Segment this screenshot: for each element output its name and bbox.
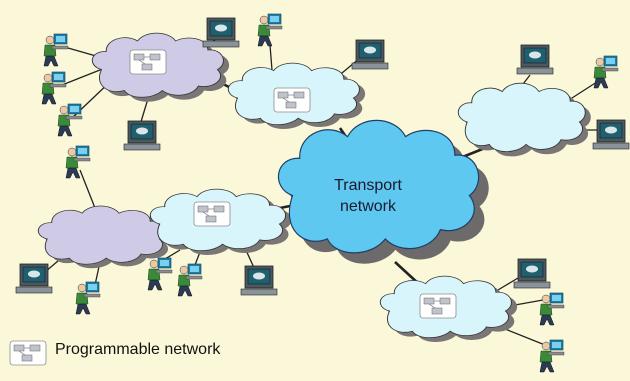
programmable-network-icon <box>129 49 167 75</box>
transport-network-label-line2: network <box>340 198 397 215</box>
user-icon <box>57 103 83 137</box>
user-icon <box>65 145 91 179</box>
programmable-network-icon <box>193 201 231 227</box>
user-icon <box>147 257 173 291</box>
user-icon <box>257 13 283 47</box>
user-icon <box>43 33 69 67</box>
user-icon <box>539 292 565 326</box>
user-icon <box>593 55 619 89</box>
user-icon <box>41 71 67 105</box>
computer-terminal-icon <box>123 120 161 151</box>
computer-terminal-icon <box>15 263 53 294</box>
legend-label: Programmable network <box>55 341 221 358</box>
computer-terminal-icon <box>351 39 389 70</box>
computer-terminal-icon <box>240 265 278 296</box>
programmable-network-icon <box>273 87 311 113</box>
computer-terminal-icon <box>513 258 551 289</box>
programmable-network-icon <box>419 293 457 319</box>
transport-network-label-line1: Transport <box>334 177 402 194</box>
programmable-network-legend-icon <box>9 340 47 366</box>
access-network-cloud <box>457 82 591 157</box>
user-icon <box>539 339 565 373</box>
user-icon <box>177 263 203 297</box>
computer-terminal-icon <box>592 119 630 150</box>
computer-terminal-icon <box>516 44 554 75</box>
computer-terminal-icon <box>202 17 240 48</box>
user-icon <box>75 281 101 315</box>
